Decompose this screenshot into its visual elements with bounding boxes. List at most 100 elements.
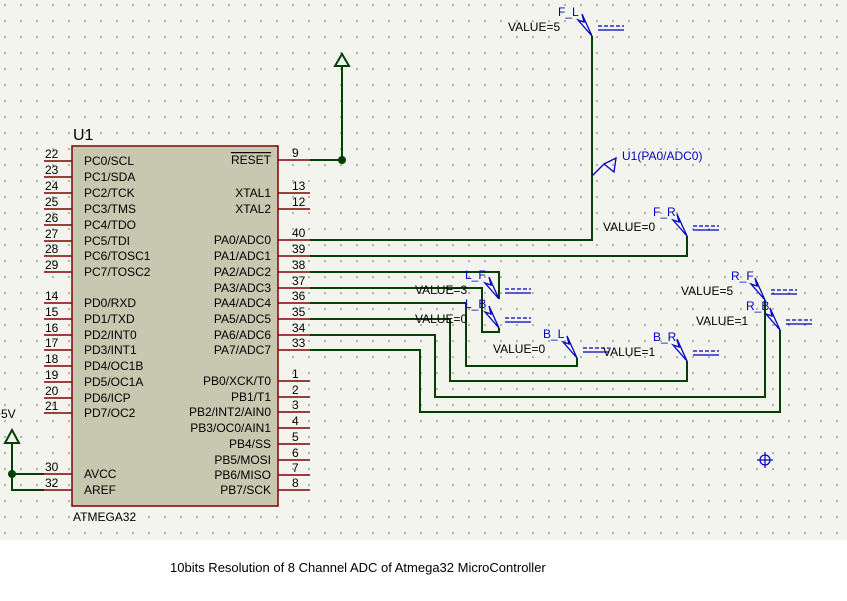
pin-number: 39	[292, 242, 306, 256]
pin-number: 38	[292, 258, 306, 272]
pin-number: 7	[292, 461, 299, 475]
pin-number: 28	[45, 242, 59, 256]
junction-avcc	[8, 470, 16, 478]
wire-pa1[interactable]	[310, 236, 688, 257]
pin-name: PC5/TDI	[84, 234, 130, 248]
generator-symbol[interactable]	[670, 338, 719, 362]
generator-symbol[interactable]	[482, 276, 531, 300]
wire-pa3[interactable]	[310, 287, 500, 333]
generator-symbol[interactable]	[670, 213, 719, 237]
generator-name: L_B	[465, 297, 486, 311]
pin-name: PB7/SCK	[220, 483, 271, 497]
generator-value: VALUE=3	[415, 283, 467, 297]
generator-symbol[interactable]	[748, 277, 797, 301]
generator-value: VALUE=1	[696, 314, 748, 328]
wire-pa6[interactable]	[310, 300, 766, 398]
pin-number: 27	[45, 227, 59, 241]
pin-number: 15	[45, 305, 59, 319]
wire-aref[interactable]	[11, 474, 44, 491]
generator-value: VALUE=5	[508, 20, 560, 34]
pin-number: 25	[45, 195, 59, 209]
generator-symbol[interactable]	[575, 13, 624, 37]
generator-symbol[interactable]	[763, 307, 812, 331]
generator-name: L_F	[465, 268, 486, 282]
generator-name: B_L	[543, 327, 565, 341]
chip-body[interactable]	[71, 145, 279, 507]
pin-name: PA0/ADC0	[214, 233, 271, 247]
voltage-probe[interactable]	[591, 156, 617, 177]
wire-pa0[interactable]	[310, 36, 593, 241]
pin-name: PB3/OC0/AIN1	[190, 421, 271, 435]
caption-text: 10bits Resolution of 8 Channel ADC of At…	[170, 560, 546, 575]
wire-pa4[interactable]	[310, 302, 578, 367]
pin-name: PC6/TOSC1	[84, 249, 151, 263]
pin-number: 29	[45, 258, 59, 272]
pin-name: AREF	[84, 483, 116, 497]
pin-number: 9	[292, 146, 299, 160]
pin-name: PA6/ADC6	[214, 328, 271, 342]
pin-name: PA5/ADC5	[214, 312, 271, 326]
pin-number: 26	[45, 211, 59, 225]
pin-name: PC2/TCK	[84, 186, 135, 200]
generator-symbol[interactable]	[482, 305, 531, 329]
pin-number: 40	[292, 226, 306, 240]
pin-name: PD0/RXD	[84, 296, 136, 310]
pin-name: PA7/ADC7	[214, 343, 271, 357]
supply-arrow-reset	[333, 52, 351, 67]
wire-pa7[interactable]	[310, 330, 781, 413]
generator-symbol[interactable]	[560, 335, 609, 359]
wire-pa2[interactable]	[310, 271, 500, 299]
origin-marker	[757, 452, 773, 468]
pin-number: 13	[292, 179, 306, 193]
pin-name: PC1/SDA	[84, 170, 135, 184]
wire-pa5[interactable]	[310, 318, 688, 382]
generator-name: R_F	[731, 269, 754, 283]
